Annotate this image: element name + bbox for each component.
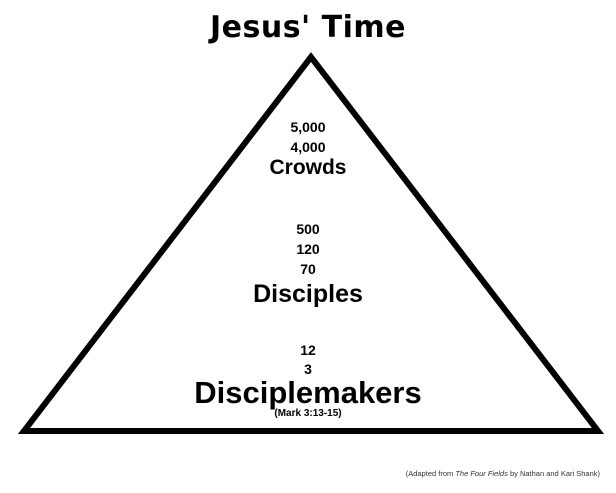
diagram-title: Jesus' Time <box>209 10 407 45</box>
disciples-number-2: 120 <box>296 241 320 257</box>
source-credit: (Adapted from The Four Fields by Nathan … <box>406 469 600 478</box>
crowds-label: Crowds <box>269 156 347 179</box>
crowds-number-1: 5,000 <box>290 119 326 135</box>
credit-prefix: (Adapted from <box>405 469 456 478</box>
crowds-number-2: 4,000 <box>290 139 326 155</box>
disciplemakers-number-1: 12 <box>300 342 316 358</box>
disciples-label: Disciples <box>253 280 363 308</box>
disciplemakers-number-2: 3 <box>304 361 312 377</box>
credit-suffix: by Nathan and Kari Shank) <box>507 469 600 478</box>
triangle-outline <box>17 52 605 434</box>
disciples-number-3: 70 <box>300 261 316 277</box>
disciples-number-1: 500 <box>296 221 320 237</box>
scripture-reference: (Mark 3:13-15) <box>274 408 342 419</box>
credit-book-title: The Four Fields <box>455 469 508 478</box>
disciplemakers-label: Disciplemakers <box>194 375 422 410</box>
